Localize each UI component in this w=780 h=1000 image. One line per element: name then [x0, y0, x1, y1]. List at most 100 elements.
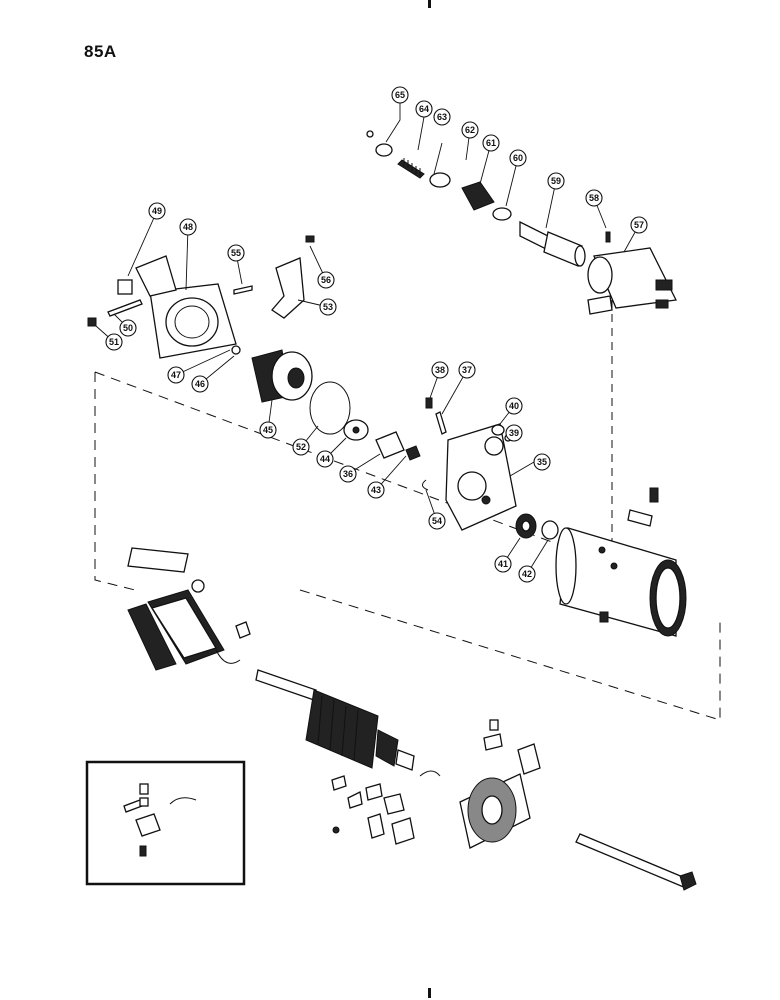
callout-48: 48 — [179, 218, 197, 236]
bushing-36 — [375, 431, 405, 459]
frame-screw — [599, 611, 609, 623]
frame-terminal — [627, 509, 653, 527]
commutator-end-housing — [459, 773, 531, 849]
callout-37: 37 — [458, 361, 476, 379]
callout-label: 38 — [435, 365, 445, 375]
drive-housing — [135, 255, 237, 359]
callout-label: 43 — [371, 485, 381, 495]
callout-54: 54 — [428, 512, 446, 530]
callout-label: 41 — [498, 559, 508, 569]
washer-40 — [491, 424, 505, 436]
callout-56: 56 — [317, 271, 335, 289]
starter-frame — [555, 527, 687, 637]
callout-label: 56 — [321, 275, 331, 285]
callout-label: 39 — [509, 428, 519, 438]
callout-label: 44 — [320, 454, 330, 464]
clip-54 — [422, 479, 429, 491]
brush-spring — [419, 770, 441, 777]
callout-label: 49 — [152, 206, 162, 216]
callout-label: 61 — [486, 138, 496, 148]
callout-51: 51 — [105, 333, 123, 351]
washer-42 — [541, 520, 559, 540]
callout-64: 64 — [415, 100, 433, 118]
callout-38: 38 — [431, 361, 449, 379]
callout-61: 61 — [482, 134, 500, 152]
callout-46: 46 — [191, 375, 209, 393]
through-bolt — [575, 833, 691, 889]
callout-49: 49 — [148, 202, 166, 220]
callout-57: 57 — [630, 216, 648, 234]
callout-41: 41 — [494, 555, 512, 573]
plug-51 — [87, 317, 97, 327]
solenoid-switch — [587, 247, 677, 315]
callout-label: 54 — [432, 516, 442, 526]
callout-label: 51 — [109, 337, 119, 347]
solenoid-screw — [605, 231, 611, 243]
callout-40: 40 — [505, 397, 523, 415]
end-bushing — [517, 743, 541, 775]
callout-36: 36 — [339, 465, 357, 483]
callout-52: 52 — [292, 438, 310, 456]
callout-label: 50 — [123, 323, 133, 333]
callout-39: 39 — [505, 424, 523, 442]
callout-label: 52 — [296, 442, 306, 452]
callout-60: 60 — [509, 149, 527, 167]
callout-label: 35 — [537, 457, 547, 467]
screw-56 — [305, 235, 315, 243]
brush-group — [331, 775, 415, 845]
plug-43 — [405, 445, 421, 461]
callout-label: 37 — [462, 365, 472, 375]
callout-58: 58 — [585, 189, 603, 207]
callout-label: 57 — [634, 220, 644, 230]
shift-lever — [271, 257, 305, 319]
callout-label: 36 — [343, 469, 353, 479]
callout-43: 43 — [367, 481, 385, 499]
callout-label: 62 — [465, 125, 475, 135]
pin-55 — [233, 285, 253, 295]
callout-47: 47 — [167, 366, 185, 384]
callout-label: 46 — [195, 379, 205, 389]
callout-label: 47 — [171, 370, 181, 380]
bushing-49 — [117, 279, 133, 295]
solenoid-plunger — [519, 220, 586, 267]
washer-47 — [231, 345, 241, 355]
field-coil — [127, 547, 241, 671]
callout-63: 63 — [433, 108, 451, 126]
crop-mark-bottom — [428, 988, 431, 998]
inset-detail-box — [85, 760, 246, 886]
callout-44: 44 — [316, 450, 334, 468]
callout-label: 59 — [551, 176, 561, 186]
callout-label: 64 — [419, 104, 429, 114]
armature — [255, 669, 415, 771]
callout-label: 63 — [437, 112, 447, 122]
spring-38 — [425, 397, 433, 409]
pin-50 — [107, 299, 143, 317]
plunger-small-parts — [366, 130, 512, 221]
page-number-label: 85A — [84, 42, 117, 61]
callout-label: 48 — [183, 222, 193, 232]
callout-label: 53 — [323, 302, 333, 312]
callout-50: 50 — [119, 319, 137, 337]
crop-mark-top — [428, 0, 431, 8]
callout-label: 65 — [395, 90, 405, 100]
frame-nuts — [649, 487, 659, 503]
callout-label: 58 — [589, 193, 599, 203]
callout-label: 40 — [509, 401, 519, 411]
callout-35: 35 — [533, 453, 551, 471]
starter-drive — [251, 349, 313, 403]
callout-65: 65 — [391, 86, 409, 104]
pin-37 — [435, 411, 447, 435]
brush-holder-a — [483, 733, 503, 751]
callout-53: 53 — [319, 298, 337, 316]
callout-label: 55 — [231, 248, 241, 258]
callout-62: 62 — [461, 121, 479, 139]
callout-label: 42 — [522, 569, 532, 579]
center-housing — [445, 423, 517, 531]
callout-55: 55 — [227, 244, 245, 262]
brush-screw — [489, 719, 499, 731]
callout-42: 42 — [518, 565, 536, 583]
callout-59: 59 — [547, 172, 565, 190]
callout-45: 45 — [259, 421, 277, 439]
ring-52 — [309, 381, 351, 435]
